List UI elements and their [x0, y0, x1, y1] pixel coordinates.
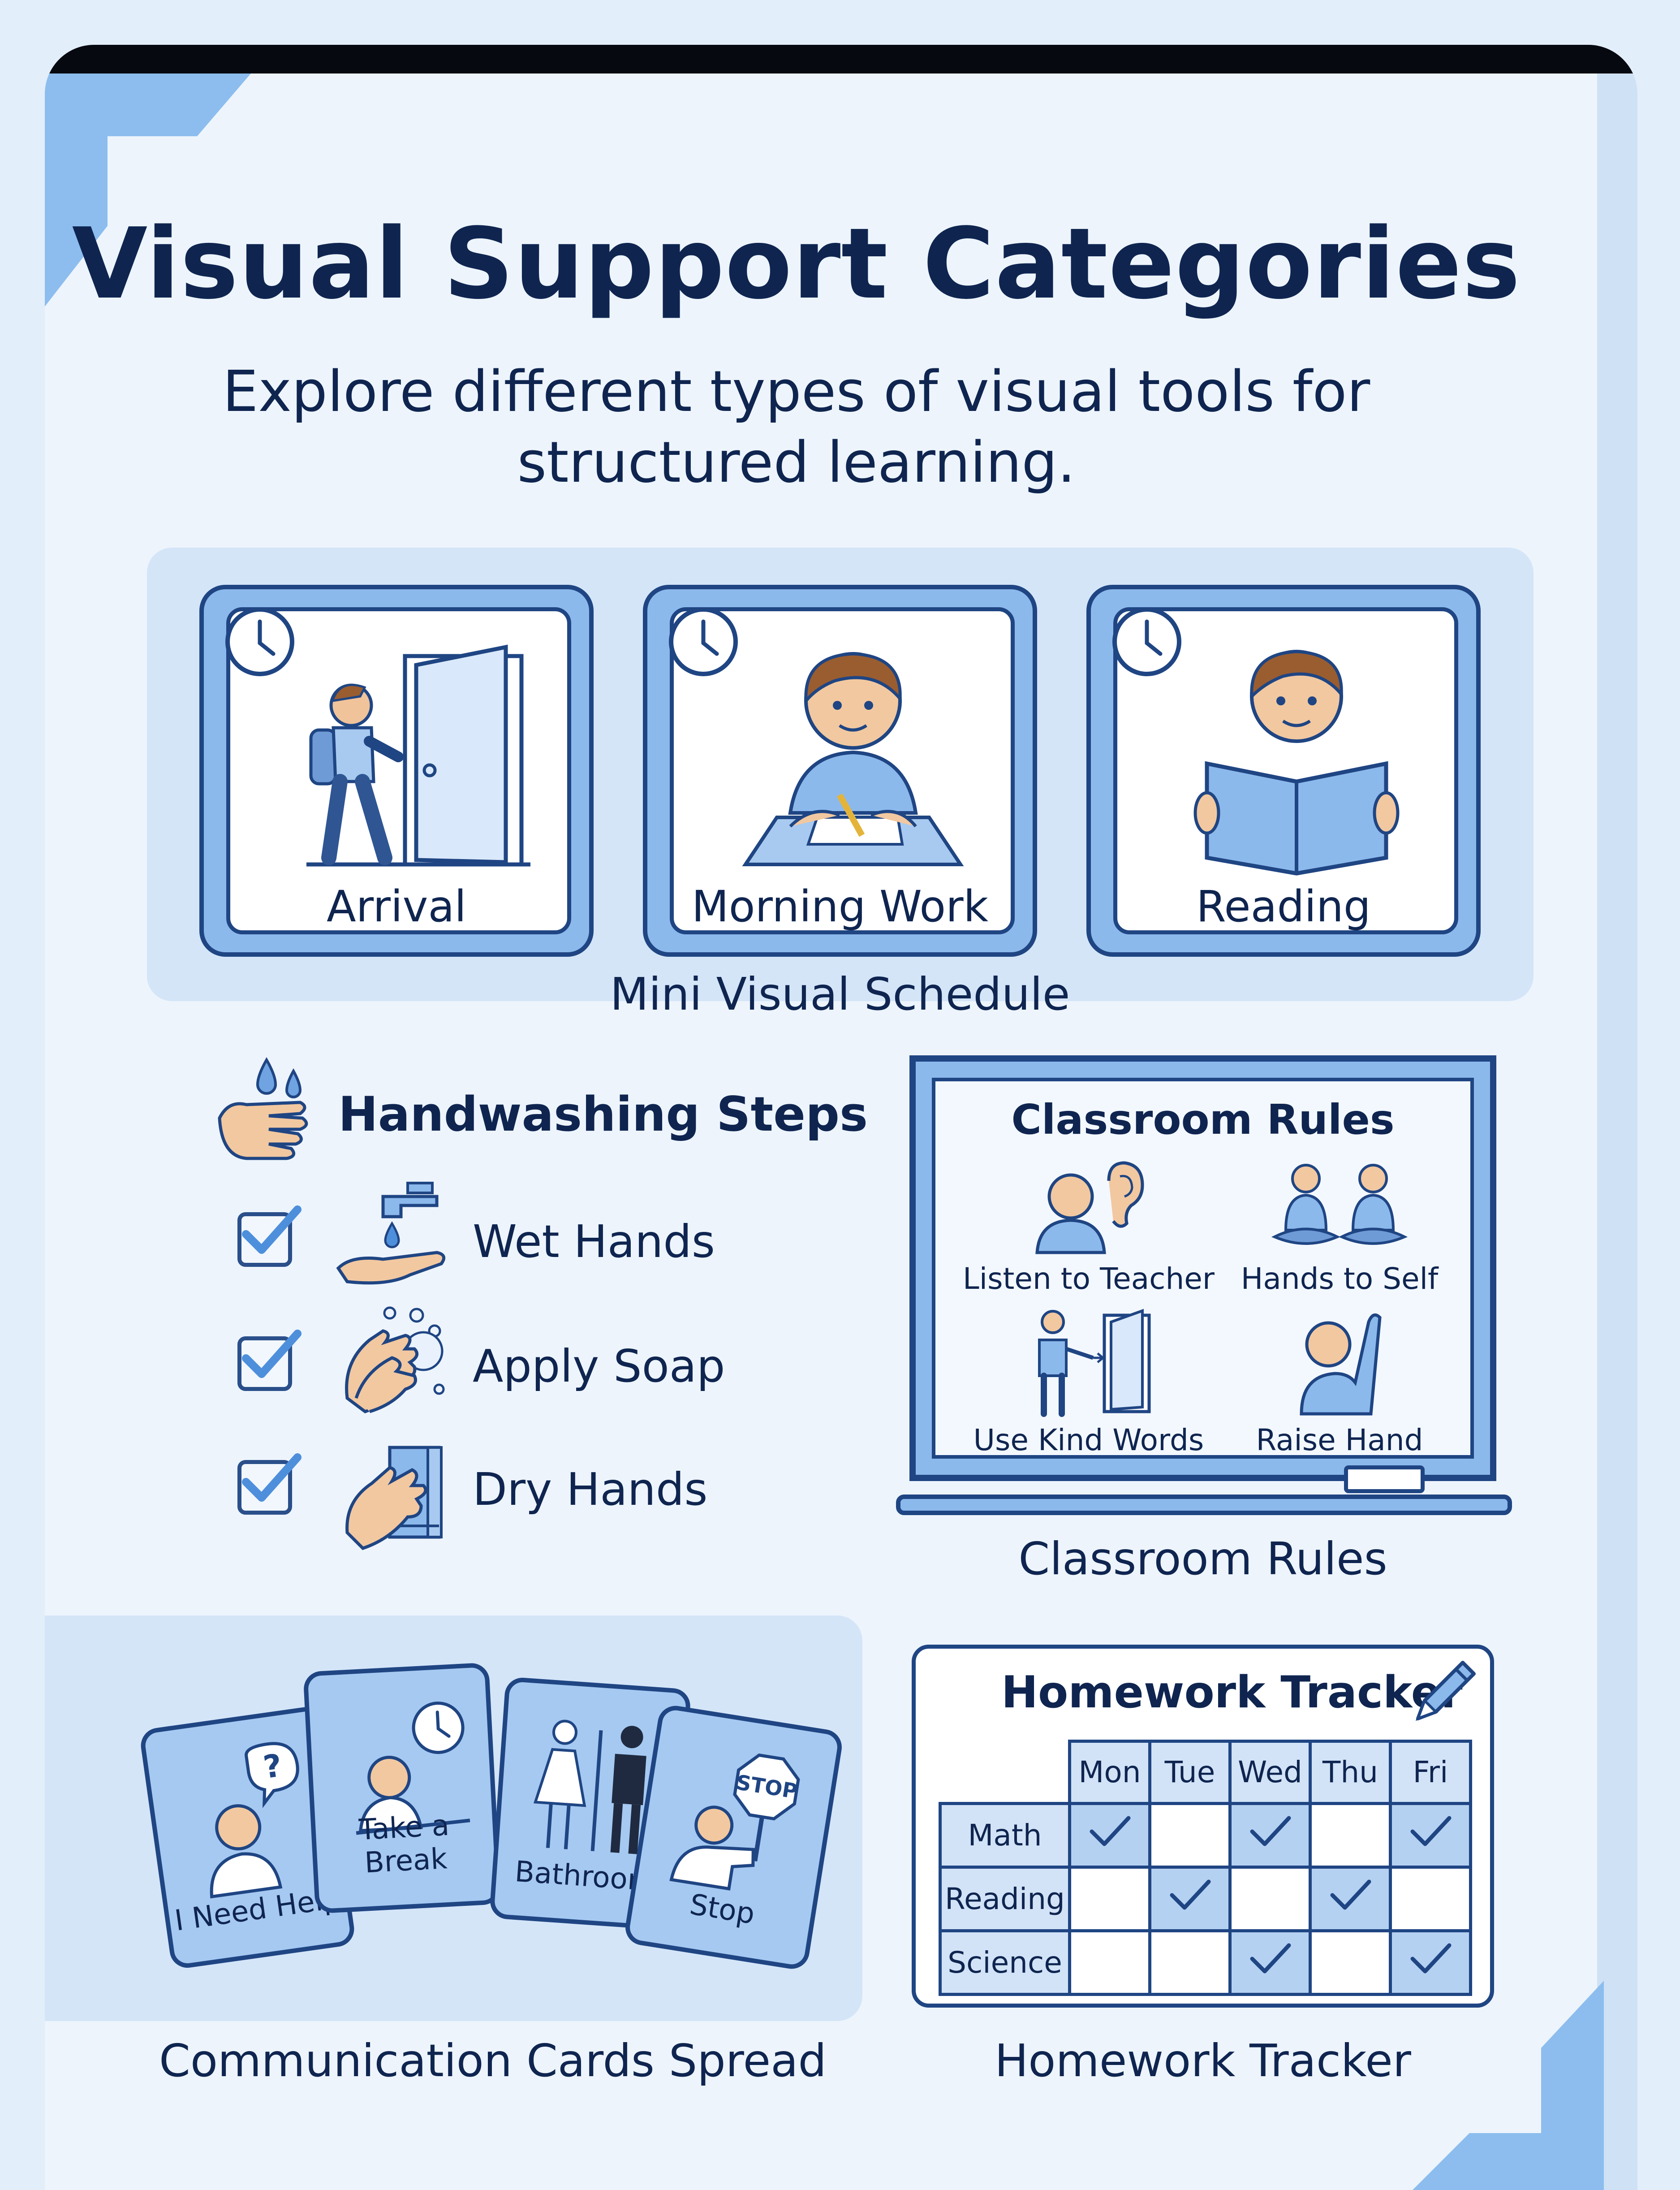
tracker-cell[interactable]: [1068, 1865, 1151, 1932]
ear-listen-icon: [1035, 1161, 1144, 1254]
step-checkbox-apply-soap[interactable]: [237, 1330, 302, 1391]
comm-card-stop[interactable]: STOP Stop: [623, 1703, 844, 1972]
person-door-icon: [1038, 1309, 1151, 1417]
tracker-cell[interactable]: [1228, 1865, 1312, 1932]
tracker-header-row: Mon Tue Wed Thu Fri: [940, 1740, 1472, 1805]
subject-label: Science: [939, 1929, 1071, 1996]
soap-hands-icon: [345, 1306, 445, 1413]
schedule-label: Arrival: [327, 881, 466, 932]
classroom-rules-board: [909, 1055, 1496, 1481]
rule-label: Hands to Self: [1241, 1261, 1439, 1296]
clock-icon: [669, 607, 738, 676]
subject-label: Reading: [939, 1865, 1071, 1932]
rule-label: Listen to Teacher: [962, 1261, 1215, 1296]
table-row: Math: [939, 1801, 1472, 1869]
day-header: Tue: [1148, 1740, 1232, 1805]
stop-sign-icon: STOP: [669, 1753, 800, 1891]
check-icon: [1410, 1816, 1452, 1846]
tracker-cell[interactable]: [1309, 1929, 1392, 1996]
day-header: Mon: [1068, 1740, 1151, 1805]
rule-label: Raise Hand: [1256, 1423, 1423, 1457]
tracker-cell[interactable]: [1148, 1929, 1232, 1996]
clock-icon: [225, 607, 294, 676]
tracker-cell[interactable]: [1309, 1865, 1392, 1932]
schedule-label: Morning Work: [691, 881, 989, 932]
raise-hand-icon: [1300, 1313, 1382, 1416]
tracker-cell[interactable]: [1068, 1801, 1151, 1869]
check-icon: [1090, 1816, 1131, 1846]
schedule-card-reading[interactable]: Reading: [1086, 585, 1481, 957]
tracker-cell[interactable]: [1228, 1801, 1312, 1869]
day-header: Thu: [1309, 1740, 1392, 1805]
table-row: Science: [939, 1929, 1472, 1996]
tracker-cell[interactable]: [1068, 1929, 1151, 1996]
child-reading-icon: [1193, 650, 1400, 876]
handwashing-title: Handwashing Steps: [338, 1087, 868, 1142]
right-edge-shade: [1597, 73, 1637, 2190]
board-ledge: [896, 1495, 1512, 1515]
two-children-icon: [1271, 1164, 1408, 1245]
corner-decoration-top-left: [45, 73, 251, 307]
check-icon: [1410, 1943, 1452, 1974]
day-header: Fri: [1389, 1740, 1472, 1805]
top-bar: [45, 45, 1637, 73]
tracker-cell[interactable]: [1309, 1801, 1392, 1869]
tracker-cell[interactable]: [1389, 1929, 1472, 1996]
schedule-card-arrival[interactable]: Arrival: [199, 585, 594, 957]
step-label: Dry Hands: [473, 1463, 708, 1516]
tracker-cell[interactable]: [1389, 1801, 1472, 1869]
clock-icon: [1112, 607, 1181, 676]
towel-hands-icon: [345, 1446, 443, 1551]
step-checkbox-dry-hands[interactable]: [237, 1453, 302, 1515]
tracker-cell[interactable]: [1228, 1929, 1312, 1996]
day-header: Wed: [1228, 1740, 1312, 1805]
table-row: Reading: [939, 1865, 1472, 1932]
tracker-cell[interactable]: [1148, 1801, 1232, 1869]
schedule-card-morning-work[interactable]: Morning Work: [643, 585, 1037, 957]
corner-decoration-bottom-right: [1413, 1981, 1604, 2190]
classroom-rules-title: Classroom Rules: [1011, 1096, 1395, 1144]
page-subtitle: Explore different types of visual tools …: [222, 359, 1370, 495]
child-writing-icon: [742, 652, 964, 866]
check-icon: [1330, 1879, 1371, 1910]
board-eraser: [1344, 1465, 1425, 1493]
tracker-cell[interactable]: [1389, 1865, 1472, 1932]
homework-tracker-title: Homework Tracker: [1001, 1667, 1463, 1718]
step-label: Apply Soap: [473, 1340, 725, 1392]
check-icon: [1250, 1943, 1291, 1974]
communication-cards-caption: Communication Cards Spread: [159, 2034, 827, 2087]
schedule-caption: Mini Visual Schedule: [610, 968, 1070, 1020]
faucet-hand-icon: [336, 1182, 446, 1285]
pencil-icon[interactable]: [1409, 1660, 1476, 1728]
hand-water-drops-icon: [218, 1057, 308, 1160]
page-title: Visual Support Categories: [72, 207, 1521, 321]
clock-rest-icon: [356, 1702, 470, 1835]
check-icon: [1250, 1816, 1291, 1846]
homework-tracker-table: Mon Tue Wed Thu Fri Math Reading Science: [939, 1740, 1472, 1996]
restroom-icon: [533, 1719, 646, 1854]
check-icon: [1170, 1879, 1211, 1910]
comm-card-take-a-break[interactable]: Take a Break: [303, 1662, 501, 1914]
door-arrival-icon: [306, 644, 530, 867]
schedule-label: Reading: [1196, 881, 1371, 932]
question-bubble-icon: ?: [210, 1742, 299, 1899]
tracker-cell[interactable]: [1148, 1865, 1232, 1932]
homework-tracker-caption: Homework Tracker: [995, 2034, 1411, 2087]
comm-card-i-need-help[interactable]: ? I Need Help: [138, 1704, 357, 1970]
step-checkbox-wet-hands[interactable]: [237, 1205, 302, 1267]
rule-label: Use Kind Words: [973, 1423, 1204, 1457]
subject-label: Math: [939, 1801, 1071, 1869]
step-label: Wet Hands: [473, 1215, 715, 1268]
comm-card-label: Take a Break: [358, 1809, 450, 1880]
comm-card-bathroom[interactable]: Bathroom: [489, 1676, 692, 1931]
classroom-rules-caption: Classroom Rules: [1018, 1533, 1387, 1585]
